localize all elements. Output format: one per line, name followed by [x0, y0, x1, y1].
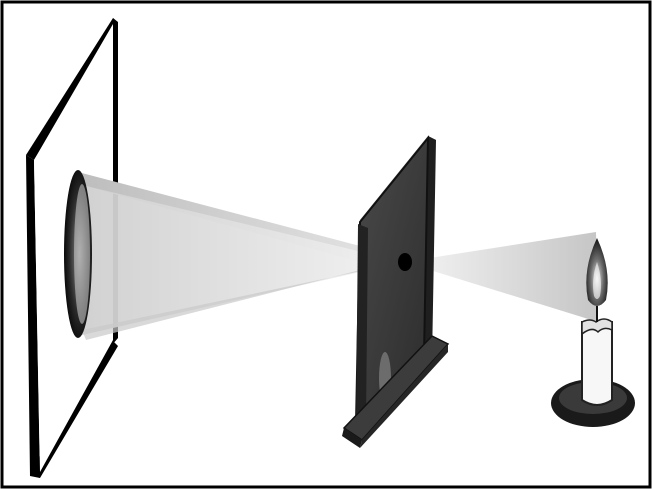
inverted-flame-image-icon [64, 170, 92, 338]
image-highlight [74, 184, 90, 324]
pinhole [398, 253, 412, 271]
candle-body [582, 322, 612, 405]
board-side [356, 224, 368, 424]
